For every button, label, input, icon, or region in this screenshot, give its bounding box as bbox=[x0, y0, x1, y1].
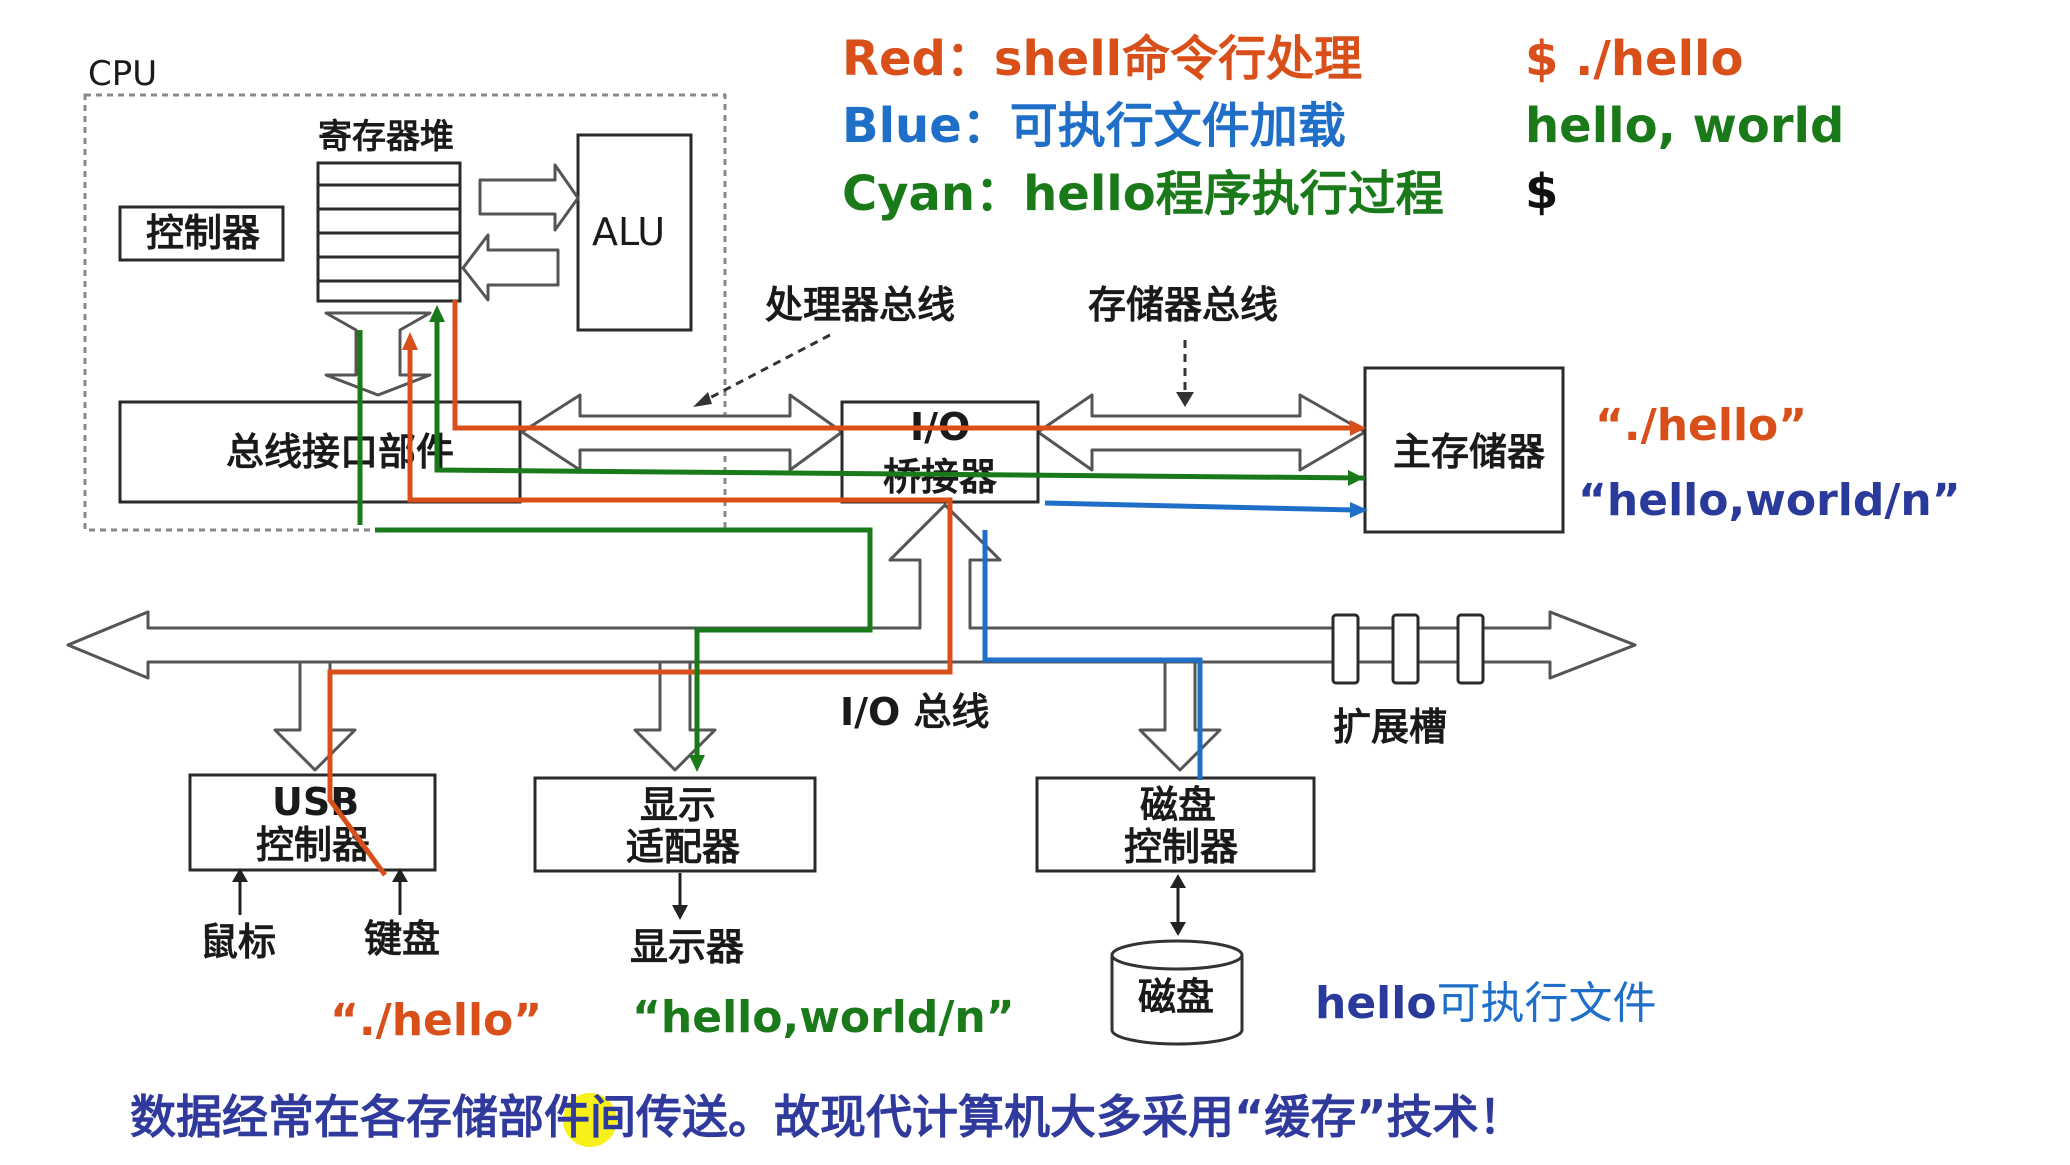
usb-branch-arrow bbox=[273, 660, 357, 772]
memory-bus-label: 存储器总线 bbox=[1088, 283, 1278, 327]
alu-label: ALU bbox=[592, 210, 665, 254]
display-adapter-label-2: 适配器 bbox=[626, 825, 741, 869]
usb-controller-label-1: USB bbox=[272, 780, 359, 824]
register-file-label: 寄存器堆 bbox=[318, 117, 454, 157]
disk-controller-box bbox=[1035, 776, 1316, 873]
expansion-slot-label: 扩展槽 bbox=[1333, 705, 1447, 749]
alu-box bbox=[576, 133, 693, 332]
expansion-slots bbox=[1331, 613, 1485, 685]
keyboard-label: 键盘 bbox=[364, 917, 440, 961]
bus-interface-label: 总线接口部件 bbox=[226, 430, 454, 474]
io-bus-label: I/O 总线 bbox=[840, 690, 990, 734]
reg-to-alu-arrow bbox=[478, 163, 580, 232]
disk-cylinder bbox=[1110, 939, 1244, 1046]
terminal-line-2: hello, world bbox=[1525, 98, 1844, 154]
keyboard-input-annotation: “./hello” bbox=[330, 995, 542, 1046]
legend-red: Red：shell命令行处理 bbox=[842, 31, 1362, 87]
executable-annotation: hello可执行文件 bbox=[1315, 978, 1657, 1029]
alu-to-reg-arrow bbox=[461, 233, 560, 302]
green-path bbox=[357, 320, 1366, 760]
processor-bus-arrow bbox=[520, 393, 844, 472]
red-path bbox=[327, 300, 1350, 877]
legend-cyan: Cyan：hello程序执行过程 bbox=[842, 166, 1444, 222]
cpu-boundary bbox=[83, 93, 727, 532]
disk-controller-label-2: 控制器 bbox=[1124, 825, 1239, 869]
controller-box bbox=[118, 205, 285, 262]
processor-bus-label: 处理器总线 bbox=[765, 283, 955, 327]
io-bridge-box bbox=[840, 400, 1040, 504]
display-adapter-label-1: 显示 bbox=[640, 783, 716, 827]
memory-output-annotation: “hello,world/n” bbox=[1578, 475, 1961, 526]
mouse-label: 鼠标 bbox=[200, 920, 276, 964]
display-label: 显示器 bbox=[630, 925, 745, 969]
display-branch-arrow bbox=[633, 660, 717, 772]
terminal-line-1: $ ./hello bbox=[1525, 31, 1743, 87]
memory-bus-arrow bbox=[1036, 393, 1367, 472]
disk-controller-label-1: 磁盘 bbox=[1140, 783, 1216, 827]
display-adapter-box bbox=[533, 776, 817, 873]
footer-text: 数据经常在各存储部件间传送。故现代计算机大多采用“缓存”技术！ bbox=[130, 1090, 1524, 1144]
reg-bus-double-arrow bbox=[324, 311, 432, 397]
disk-branch-arrow bbox=[1138, 660, 1222, 772]
blue-path bbox=[982, 500, 1356, 780]
terminal-line-3: $ bbox=[1525, 164, 1558, 220]
controller-label: 控制器 bbox=[146, 211, 261, 255]
main-memory-box bbox=[1363, 366, 1565, 534]
legend: Red：shell命令行处理 Blue：可执行文件加载 Cyan：hello程序… bbox=[842, 31, 1444, 222]
main-memory-label: 主存储器 bbox=[1393, 430, 1546, 474]
register-file bbox=[316, 161, 462, 303]
legend-blue: Blue：可执行文件加载 bbox=[842, 98, 1346, 154]
disk-label: 磁盘 bbox=[1138, 975, 1214, 1019]
processor-bus-pointer bbox=[699, 333, 831, 405]
usb-controller-box bbox=[188, 773, 437, 872]
memory-hello-annotation: “./hello” bbox=[1595, 400, 1807, 451]
cursor-highlight bbox=[563, 1093, 617, 1147]
display-output-annotation: “hello,world/n” bbox=[632, 992, 1015, 1043]
terminal-output: $ ./hello hello, world $ bbox=[1525, 31, 1844, 220]
cpu-label: CPU bbox=[88, 54, 157, 94]
